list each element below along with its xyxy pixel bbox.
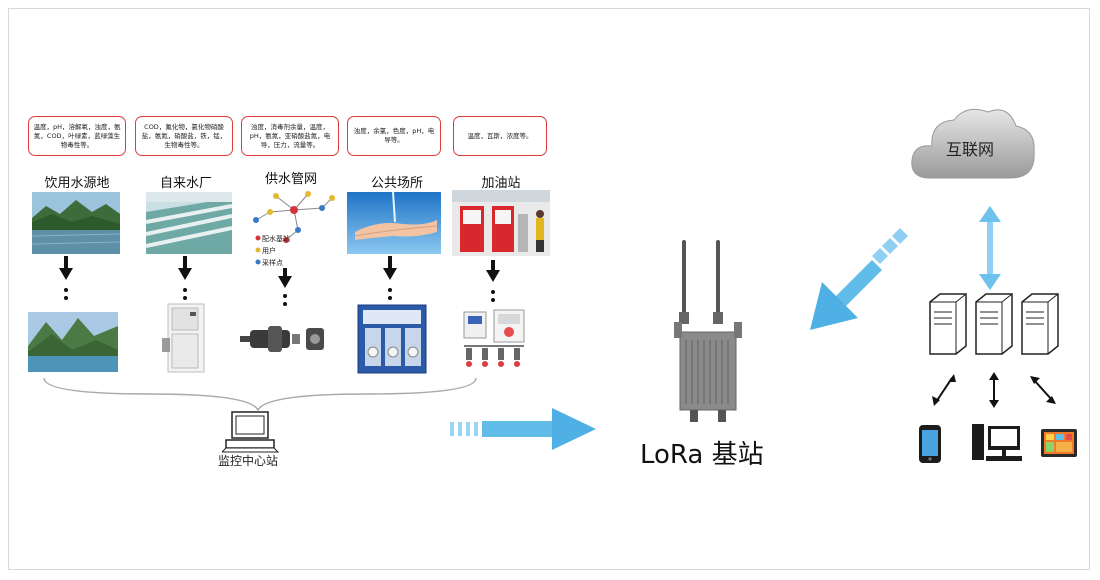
computer-icon bbox=[222, 411, 280, 453]
device-arrows bbox=[932, 372, 1056, 408]
pipe-network-diagram bbox=[253, 191, 335, 265]
site-label-waterworks: 自来水厂 bbox=[159, 176, 212, 191]
water-hand-photo bbox=[347, 192, 441, 254]
analyzer-cabinet bbox=[162, 303, 205, 373]
waterworks-photo bbox=[146, 192, 232, 254]
gas-detector-assembly bbox=[463, 309, 525, 367]
callout-drinking-water-source: 温度，pH，溶解氧，浊度，氨氮，COD，叶绿素，蓝绿藻生物毒性等。 bbox=[28, 116, 126, 156]
control-panel bbox=[357, 304, 427, 374]
down-arrows bbox=[59, 256, 500, 306]
legend-sampling-point: 采样点 bbox=[262, 259, 283, 267]
diagram-frame bbox=[8, 8, 1090, 570]
mountain-lake-photo bbox=[28, 312, 118, 372]
internet-label: 互联网 bbox=[946, 140, 995, 159]
desktop-computer-icon bbox=[972, 424, 1022, 461]
callout-pipe-network: 浊度，消毒剂余量，温度，pH，氨氮，亚硝酸盐氮，电导，压力，流量等。 bbox=[241, 116, 339, 156]
reservoir-photo bbox=[32, 192, 120, 254]
gas-station-photo bbox=[452, 190, 550, 256]
site-label-pipe-network: 供水管网 bbox=[264, 172, 317, 187]
pipe-sensor bbox=[240, 326, 324, 352]
site-label-gas-station: 加油站 bbox=[481, 176, 521, 191]
site-label-public-places: 公共场所 bbox=[370, 176, 423, 191]
blue-arrow-diagonal bbox=[810, 228, 908, 330]
double-arrow-vertical bbox=[979, 206, 1001, 290]
lora-base-station-device bbox=[674, 240, 742, 422]
callout-gas-station: 温度，瓦斯，浓度等。 bbox=[453, 116, 547, 156]
monitor-center-label: 监控中心站 bbox=[218, 454, 279, 468]
callout-public-places: 浊度，余氯，色度，pH，电导等。 bbox=[347, 116, 441, 156]
bracket-brace bbox=[43, 377, 477, 412]
site-label-drinking-water-source: 饮用水源地 bbox=[44, 176, 110, 191]
blue-arrow-right bbox=[450, 408, 596, 450]
server-cluster-icon bbox=[929, 293, 1059, 355]
legend-distribution-station: 配水基站 bbox=[262, 235, 290, 243]
tablet-icon bbox=[1041, 429, 1077, 457]
mobile-phone-icon bbox=[919, 425, 941, 463]
legend-user: 用户 bbox=[262, 247, 276, 255]
internet-cloud-icon bbox=[911, 108, 1035, 179]
callout-waterworks: COD，氟化物，氯化物硝酸盐，氨氮，硝酸盐，铁，锰，生物毒性等。 bbox=[135, 116, 233, 156]
lora-base-station-label: LoRa 基站 bbox=[640, 440, 764, 470]
